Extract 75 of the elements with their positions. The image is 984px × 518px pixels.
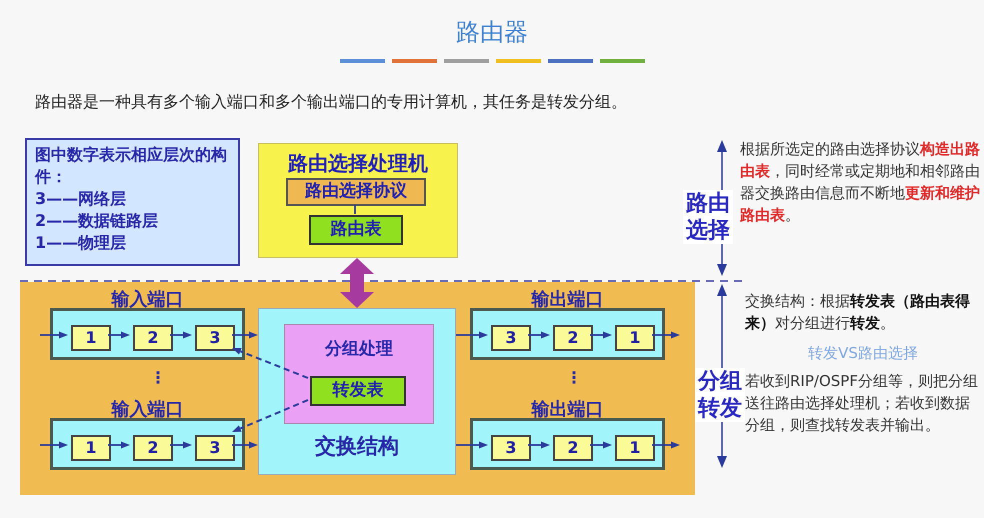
- arrow: [108, 442, 130, 448]
- arrow: [652, 332, 680, 338]
- layer-number: 1: [85, 437, 97, 459]
- note-text: 图中数字表示相应层次的构件：: [35, 144, 228, 188]
- ellipsis-mark: ⋮: [150, 367, 166, 389]
- layer-box: [553, 325, 593, 351]
- description-text: 交换结构：根据转发表（路由表得来）对分组进行转发。: [745, 291, 971, 334]
- layer-number: 3: [505, 327, 517, 349]
- layer-number: 1: [85, 327, 97, 349]
- layer-box: [491, 435, 531, 461]
- arrow: [456, 442, 488, 448]
- arrow: [170, 332, 192, 338]
- note-text: 3——网络层: [35, 188, 128, 210]
- dashed-arrow: [232, 348, 308, 379]
- description-text: 若收到RIP/OSPF分组等，则把分组送往路由选择处理机；若收到数据分组，则查找转发表并输出。: [745, 371, 979, 436]
- layer-box: [195, 325, 235, 351]
- arrow: [528, 442, 550, 448]
- layer-number: 3: [209, 327, 221, 349]
- layer-box: [615, 435, 655, 461]
- section-label: 分组转发: [695, 368, 745, 422]
- layer-box: [133, 435, 173, 461]
- arrow: [108, 332, 130, 338]
- forwarding-table-box: [310, 376, 406, 406]
- layer-box: [133, 325, 173, 351]
- port-heading: 输出端口: [530, 398, 604, 422]
- arrow: [232, 332, 258, 338]
- arrow: [170, 442, 192, 448]
- layer-box: [71, 435, 111, 461]
- layer-box: [195, 435, 235, 461]
- box-label: 转发表: [332, 379, 384, 402]
- routing-table-box: [309, 215, 403, 245]
- arrow: [232, 442, 258, 448]
- box-title: 分组处理: [324, 338, 394, 361]
- port-heading: 输入端口: [110, 288, 184, 312]
- arrow: [528, 332, 550, 338]
- section-label: 路由选择: [683, 190, 733, 244]
- dashed-arrow: [232, 399, 308, 432]
- note-text: 2——数据链路层: [35, 210, 160, 232]
- layer-box: [615, 325, 655, 351]
- arrow: [590, 442, 612, 448]
- port-heading: 输出端口: [530, 288, 604, 312]
- switch-fabric-box: [258, 308, 456, 475]
- layer-number: 2: [147, 437, 159, 459]
- box-title: 交换结构: [314, 432, 400, 460]
- arrow: [40, 332, 68, 338]
- arrow: [652, 442, 680, 448]
- layer-number: 1: [629, 327, 641, 349]
- box-label: 路由表: [330, 218, 382, 242]
- layer-number: 3: [209, 437, 221, 459]
- processor-box: [258, 143, 458, 258]
- double-arrow: [340, 258, 374, 308]
- switching-area: [20, 282, 695, 495]
- arrow: [456, 332, 488, 338]
- intro-sentence: 路由器是一种具有多个输入端口和多个输出端口的专用计算机，其任务是转发分组。: [35, 91, 628, 113]
- subheading: 转发VS路由选择: [807, 343, 919, 364]
- layer-box: [71, 325, 111, 351]
- box-label: 路由选择协议: [305, 180, 407, 204]
- layer-number: 2: [567, 327, 579, 349]
- port-heading: 输入端口: [110, 398, 184, 422]
- layer-box: [553, 435, 593, 461]
- layer-number: 2: [147, 327, 159, 349]
- layer-number: 1: [629, 437, 641, 459]
- protocol-box: [286, 178, 426, 206]
- layer-number: 2: [567, 437, 579, 459]
- page-title: 路由器: [455, 17, 529, 48]
- arrow: [590, 332, 612, 338]
- box-title: 路由选择处理机: [287, 150, 429, 177]
- layer-box: [491, 325, 531, 351]
- description-text: 根据所选定的路由选择协议构造出路由表，同时经常或定期地和相邻路由器交换路由信息而不断地更新和维护路由表。: [740, 139, 980, 226]
- note-text: 1——物理层: [35, 232, 128, 254]
- note-box: [25, 138, 240, 266]
- arrow: [40, 442, 68, 448]
- layer-number: 3: [505, 437, 517, 459]
- packet-processing-box: [284, 324, 434, 424]
- ellipsis-mark: ⋮: [566, 367, 582, 389]
